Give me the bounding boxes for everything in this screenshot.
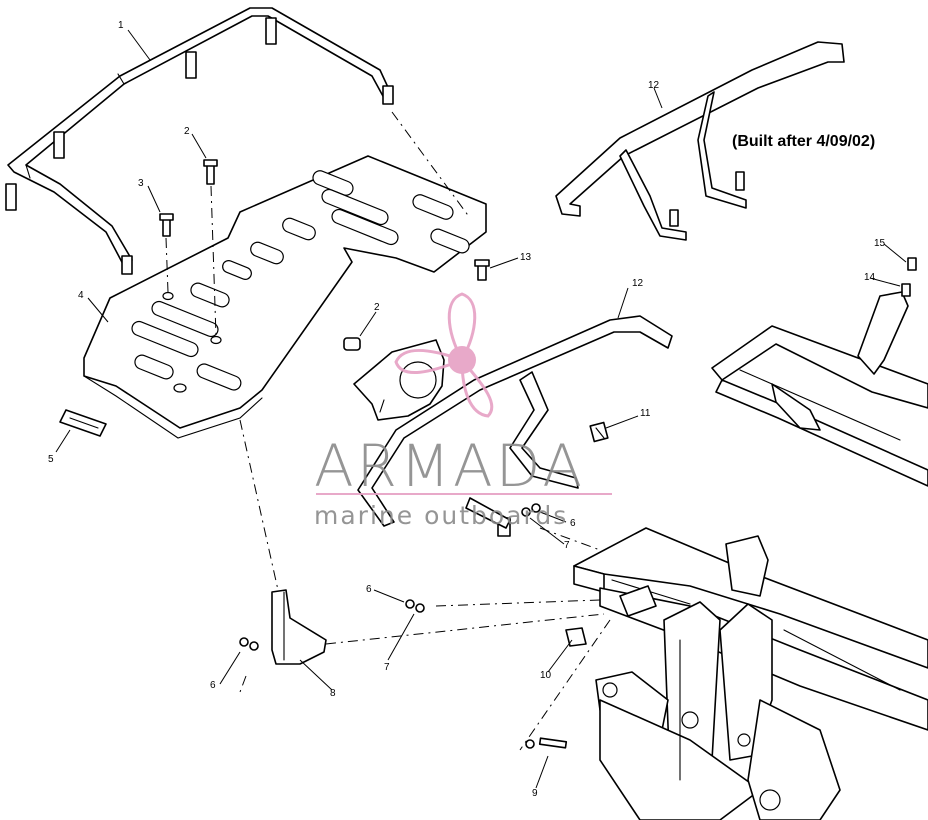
callout-7a: 7	[384, 662, 390, 673]
callout-10: 10	[540, 670, 552, 681]
armada-watermark: ARMADA marine outboards	[314, 292, 612, 530]
callout-2b: 2	[374, 302, 380, 313]
callout-1: 1	[118, 20, 124, 31]
callout-5: 5	[48, 454, 54, 465]
build-date-note: (Built after 4/09/02)	[732, 133, 875, 150]
frame-rear-section	[711, 257, 928, 487]
bolt-13	[474, 259, 490, 281]
callout-9: 9	[532, 788, 538, 799]
callout-4: 4	[78, 290, 84, 301]
callout-13: 13	[520, 252, 532, 263]
assembly-lines	[239, 527, 611, 751]
callout-11: 11	[640, 408, 651, 419]
callout-3: 3	[138, 178, 144, 189]
callout-6b: 6	[366, 584, 372, 595]
mounting-bracket	[271, 589, 327, 665]
watermark-subtitle: marine outboards	[314, 501, 568, 530]
clip	[589, 421, 609, 443]
callout-15: 15	[874, 238, 886, 249]
callout-12a: 12	[648, 80, 660, 91]
nuts-and-washers	[239, 503, 568, 749]
callout-2: 2	[184, 126, 190, 137]
rear-rail-early	[357, 315, 673, 537]
callout-12b: 12	[632, 278, 644, 289]
callout-6c: 6	[570, 518, 576, 529]
watermark-title: ARMADA	[314, 432, 585, 500]
callout-14: 14	[864, 272, 876, 283]
callout-6a: 6	[210, 680, 216, 691]
callout-numbers: 1 2 3 4 5 2 12 11 13 12 14 15 6 6 7 6 7 …	[48, 20, 886, 799]
callout-7b: 7	[564, 540, 570, 551]
reflector	[59, 409, 107, 437]
callout-8: 8	[330, 688, 336, 699]
rear-rail-late	[555, 41, 845, 241]
propeller-logo	[394, 292, 494, 418]
rack-platform	[83, 155, 487, 439]
callout-leaders	[55, 29, 907, 789]
rack-bolts	[159, 159, 218, 337]
rack-rail	[5, 7, 394, 275]
platform-slots	[131, 170, 470, 393]
main-frame	[573, 527, 928, 820]
